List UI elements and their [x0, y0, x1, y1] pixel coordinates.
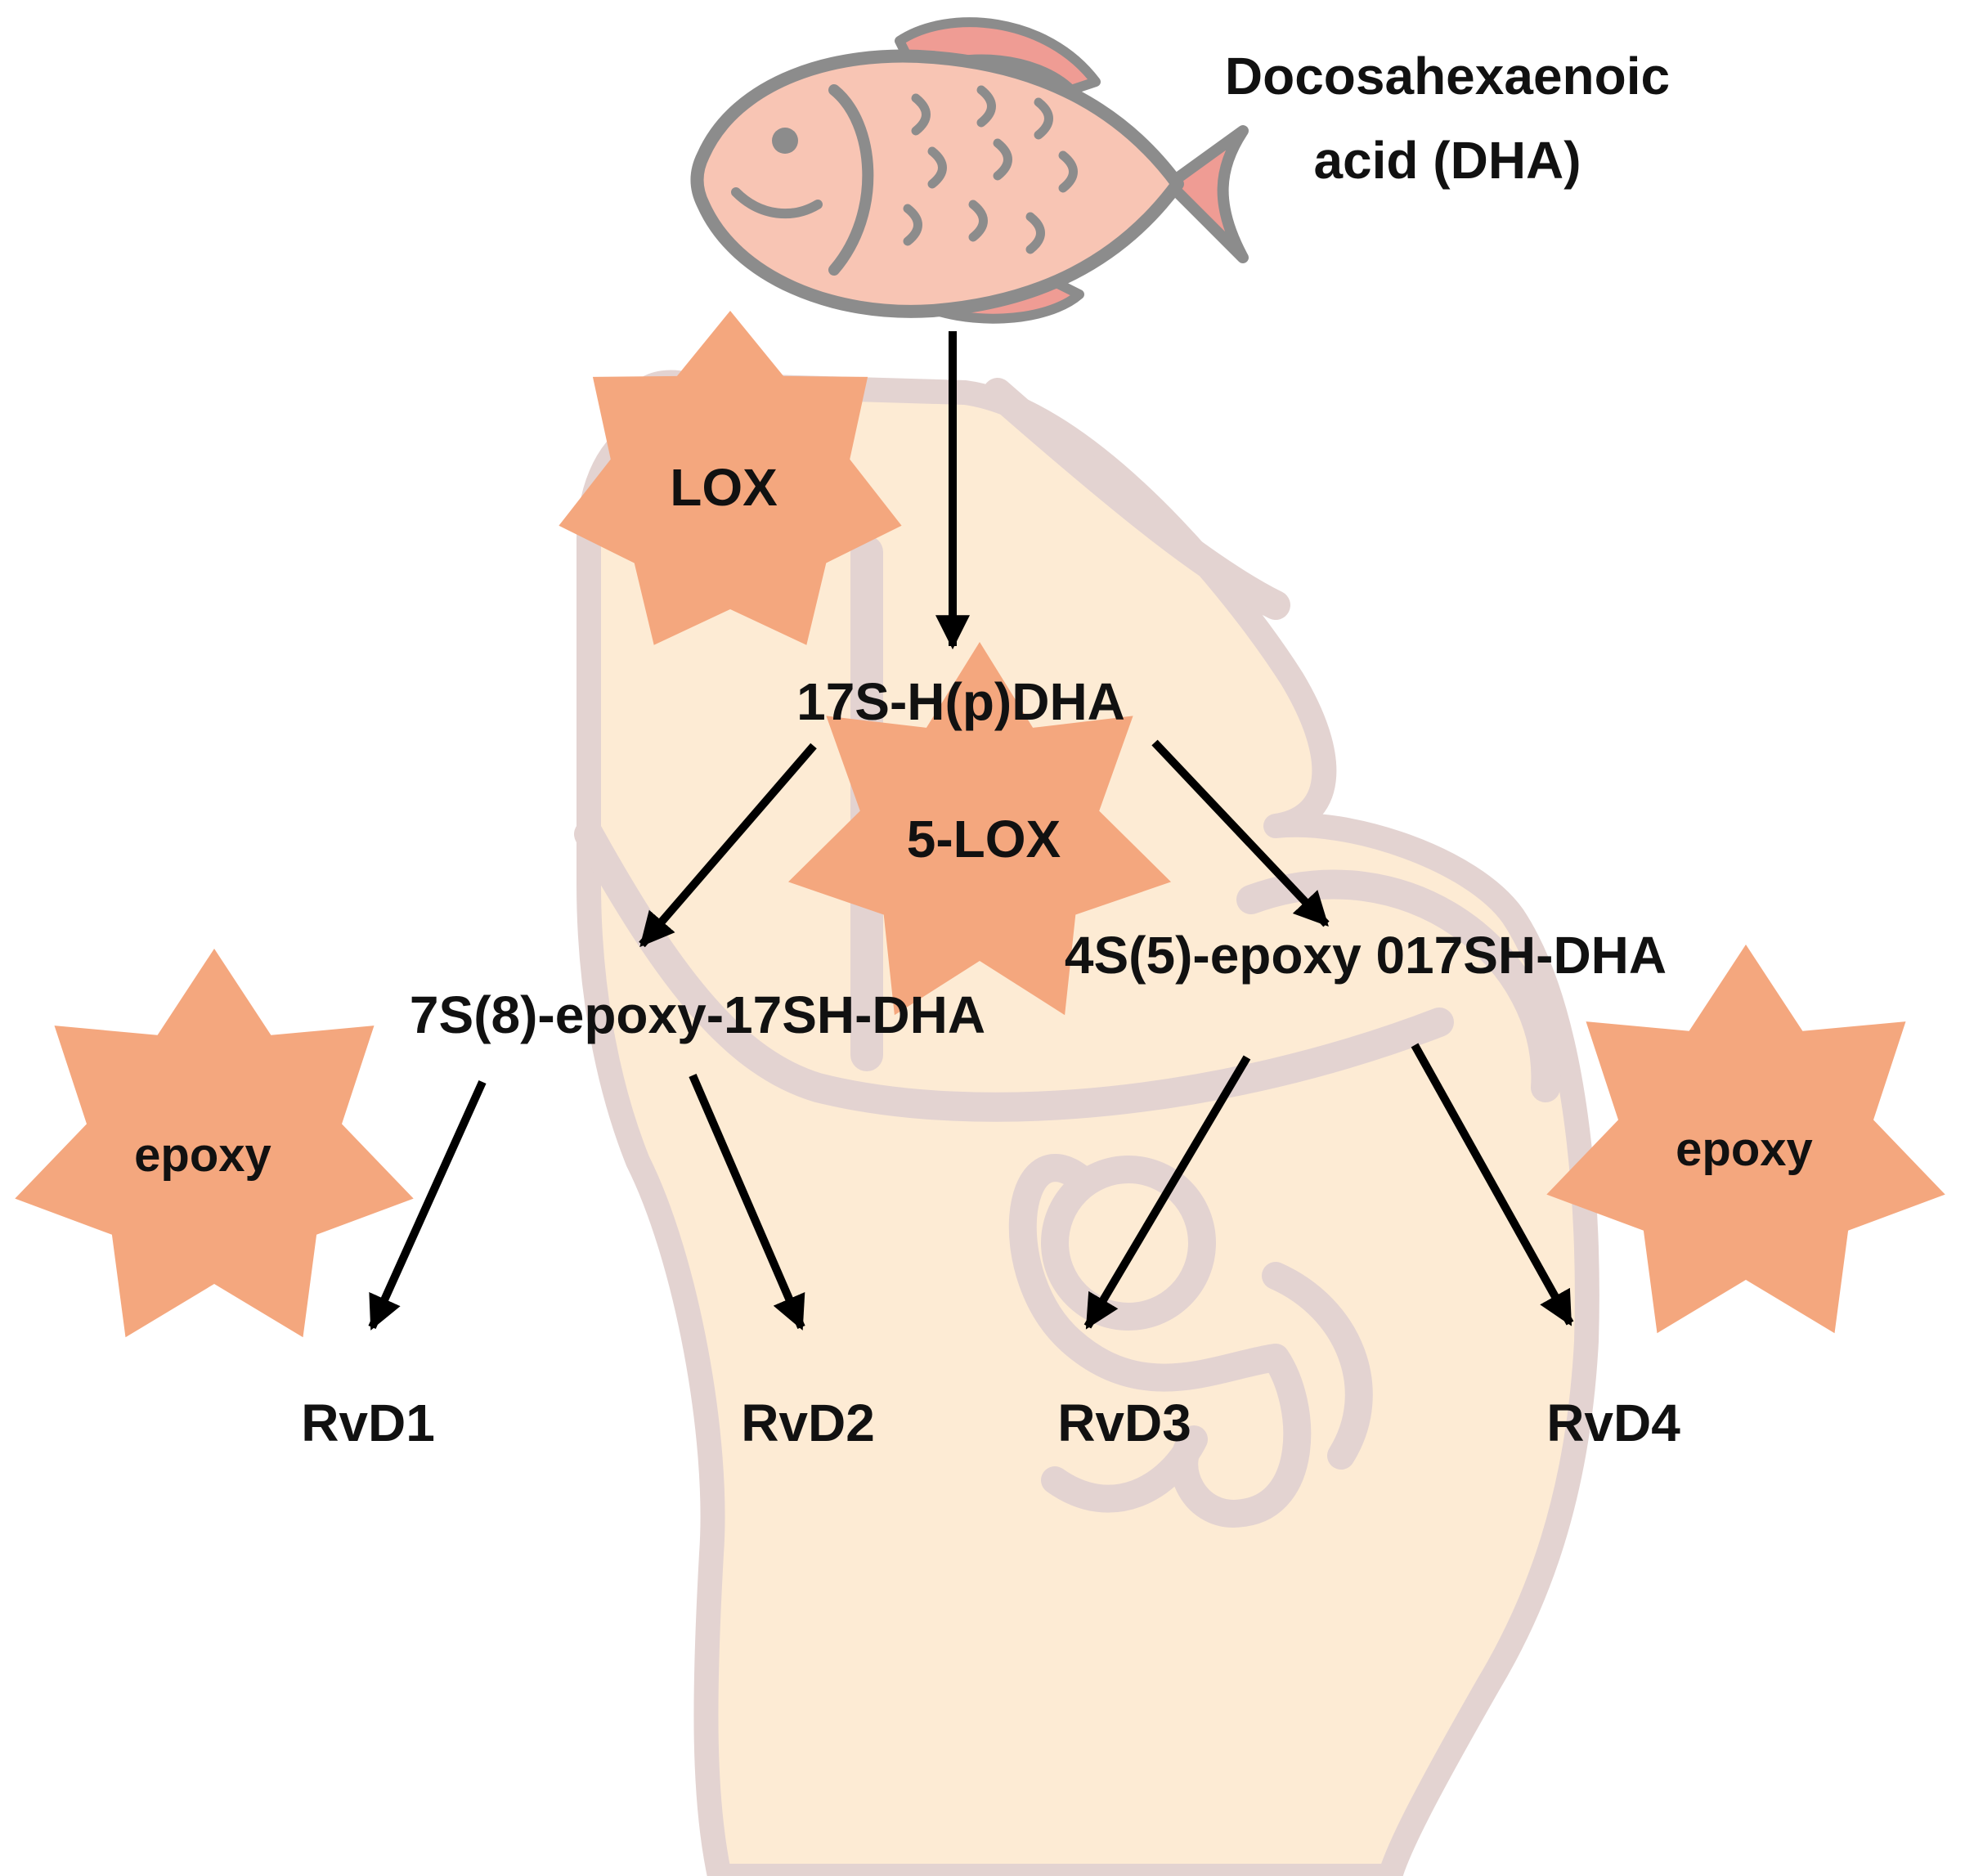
epoxy-star-left-icon	[15, 949, 414, 1338]
enzyme-epoxy-left-label: epoxy	[134, 1129, 271, 1182]
arrow-epoxy4-to-rvd4	[1411, 1043, 1574, 1326]
product-rvd4-label: RvD4	[1546, 1394, 1680, 1452]
product-rvd1-label: RvD1	[301, 1394, 435, 1452]
lox-star-icon	[559, 311, 902, 645]
product-rvd3-label: RvD3	[1057, 1394, 1191, 1452]
fish-icon	[690, 17, 1249, 324]
arrow-epoxy7-to-rvd1	[368, 1079, 487, 1331]
intermediate-hpdha-label: 17S-H(p)DHA	[796, 672, 1125, 731]
arrow-hpdha-to-epoxy4	[1151, 739, 1330, 927]
intermediate-epoxy4-label: 4S(5)-epoxy 017SH-DHA	[1065, 926, 1667, 985]
intermediate-epoxy7-label: 7S(8)-epoxy-17SH-DHA	[410, 985, 985, 1044]
arrows	[368, 331, 1574, 1331]
epoxy-star-right-icon	[1546, 945, 1945, 1334]
5-lox-star-icon	[788, 642, 1171, 1016]
product-rvd2-label: RvD2	[741, 1394, 875, 1452]
dha-title-line1: Docosahexaenoic	[1225, 47, 1670, 105]
enzyme-epoxy-right-label: epoxy	[1676, 1123, 1813, 1176]
arrow-hpdha-to-epoxy7	[639, 743, 817, 948]
human-torso-icon	[574, 370, 1599, 1876]
enzyme-lox-label: LOX	[670, 458, 778, 517]
arrow-epoxy4-to-rvd3	[1083, 1055, 1251, 1330]
dha-title-line2: acid (DHA)	[1313, 131, 1581, 190]
arrow-epoxy7-to-rvd2	[689, 1074, 805, 1331]
enzyme-5-lox-label: 5-LOX	[907, 810, 1061, 868]
